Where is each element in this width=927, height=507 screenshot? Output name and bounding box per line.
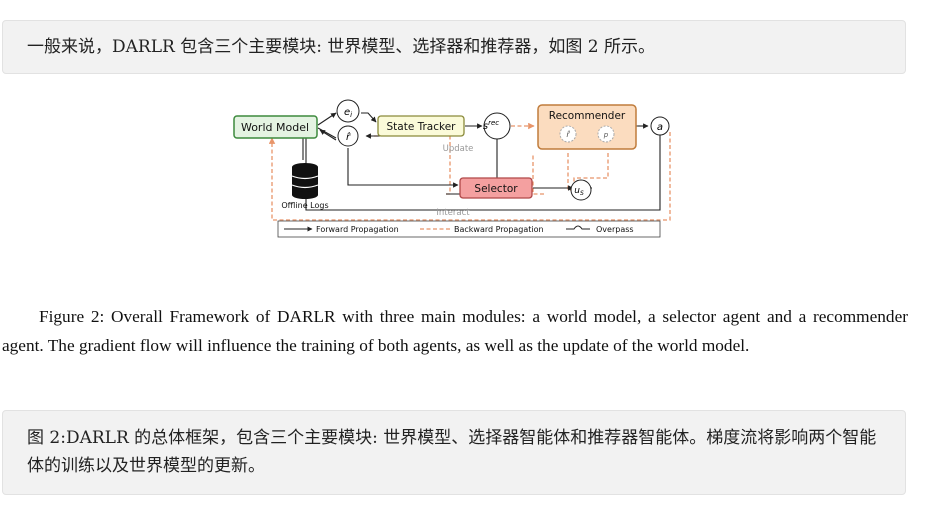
state-tracker-box <box>377 115 465 137</box>
overpass-icon <box>566 225 590 230</box>
world-model-label: World Model <box>241 121 309 134</box>
legend-overpass: Overpass <box>596 225 634 234</box>
legend-box <box>277 220 661 238</box>
action-node <box>650 116 670 136</box>
legend-backward: Backward Propagation <box>454 225 544 234</box>
state-tracker-label: State Tracker <box>386 121 456 133</box>
recommender-r-hat-node <box>559 125 577 143</box>
legend-forward: Forward Propagation <box>316 225 399 234</box>
e-i-node <box>336 99 360 123</box>
intro-note-text: 一般来说，DARLR 包含三个主要模块: 世界模型、选择器和推荐器，如图 2 所… <box>27 37 655 57</box>
e-i-label: e <box>344 107 350 118</box>
recommender-label: Recommender <box>549 110 626 122</box>
u-s-sub: S <box>580 190 584 197</box>
intro-note: 一般来说，DARLR 包含三个主要模块: 世界模型、选择器和推荐器，如图 2 所… <box>2 20 906 74</box>
svg-text:ei: ei <box>344 107 352 119</box>
selector-box <box>459 177 533 199</box>
translation-note-text: 图 2:DARLR 的总体框架，包含三个主要模块: 世界模型、选择器智能体和推荐… <box>27 428 877 476</box>
translation-note: 图 2:DARLR 的总体框架，包含三个主要模块: 世界模型、选择器智能体和推荐… <box>2 410 906 495</box>
offline-logs-label: Offline Logs <box>281 201 328 210</box>
u-s-node <box>570 179 592 201</box>
s-rec-node <box>483 112 511 140</box>
figure-caption: Figure 2: Overall Framework of DARLR wit… <box>2 307 908 355</box>
svg-text:srec: srec <box>483 119 499 132</box>
r-hat-node <box>337 125 359 147</box>
s-rec-sup: rec <box>488 119 499 127</box>
interact-label: Interact <box>436 208 470 218</box>
world-model-box <box>233 115 318 139</box>
u-s-label: u <box>574 186 580 196</box>
database-icon <box>291 163 319 199</box>
svg-text:uS: uS <box>574 186 584 197</box>
recommender-p-label: p <box>603 131 609 139</box>
recommender-r-hat-label: r̂ <box>566 129 570 139</box>
update-label: Update <box>443 144 474 154</box>
framework-figure: World Model ei r̂ State Tracker Update s… <box>233 99 671 238</box>
e-i-sub: i <box>350 111 352 119</box>
recommender-p-node <box>597 125 615 143</box>
r-hat-label: r̂ <box>346 131 351 143</box>
s-rec-label: s <box>483 121 488 132</box>
action-label: a <box>657 122 663 133</box>
selector-label: Selector <box>474 183 518 195</box>
